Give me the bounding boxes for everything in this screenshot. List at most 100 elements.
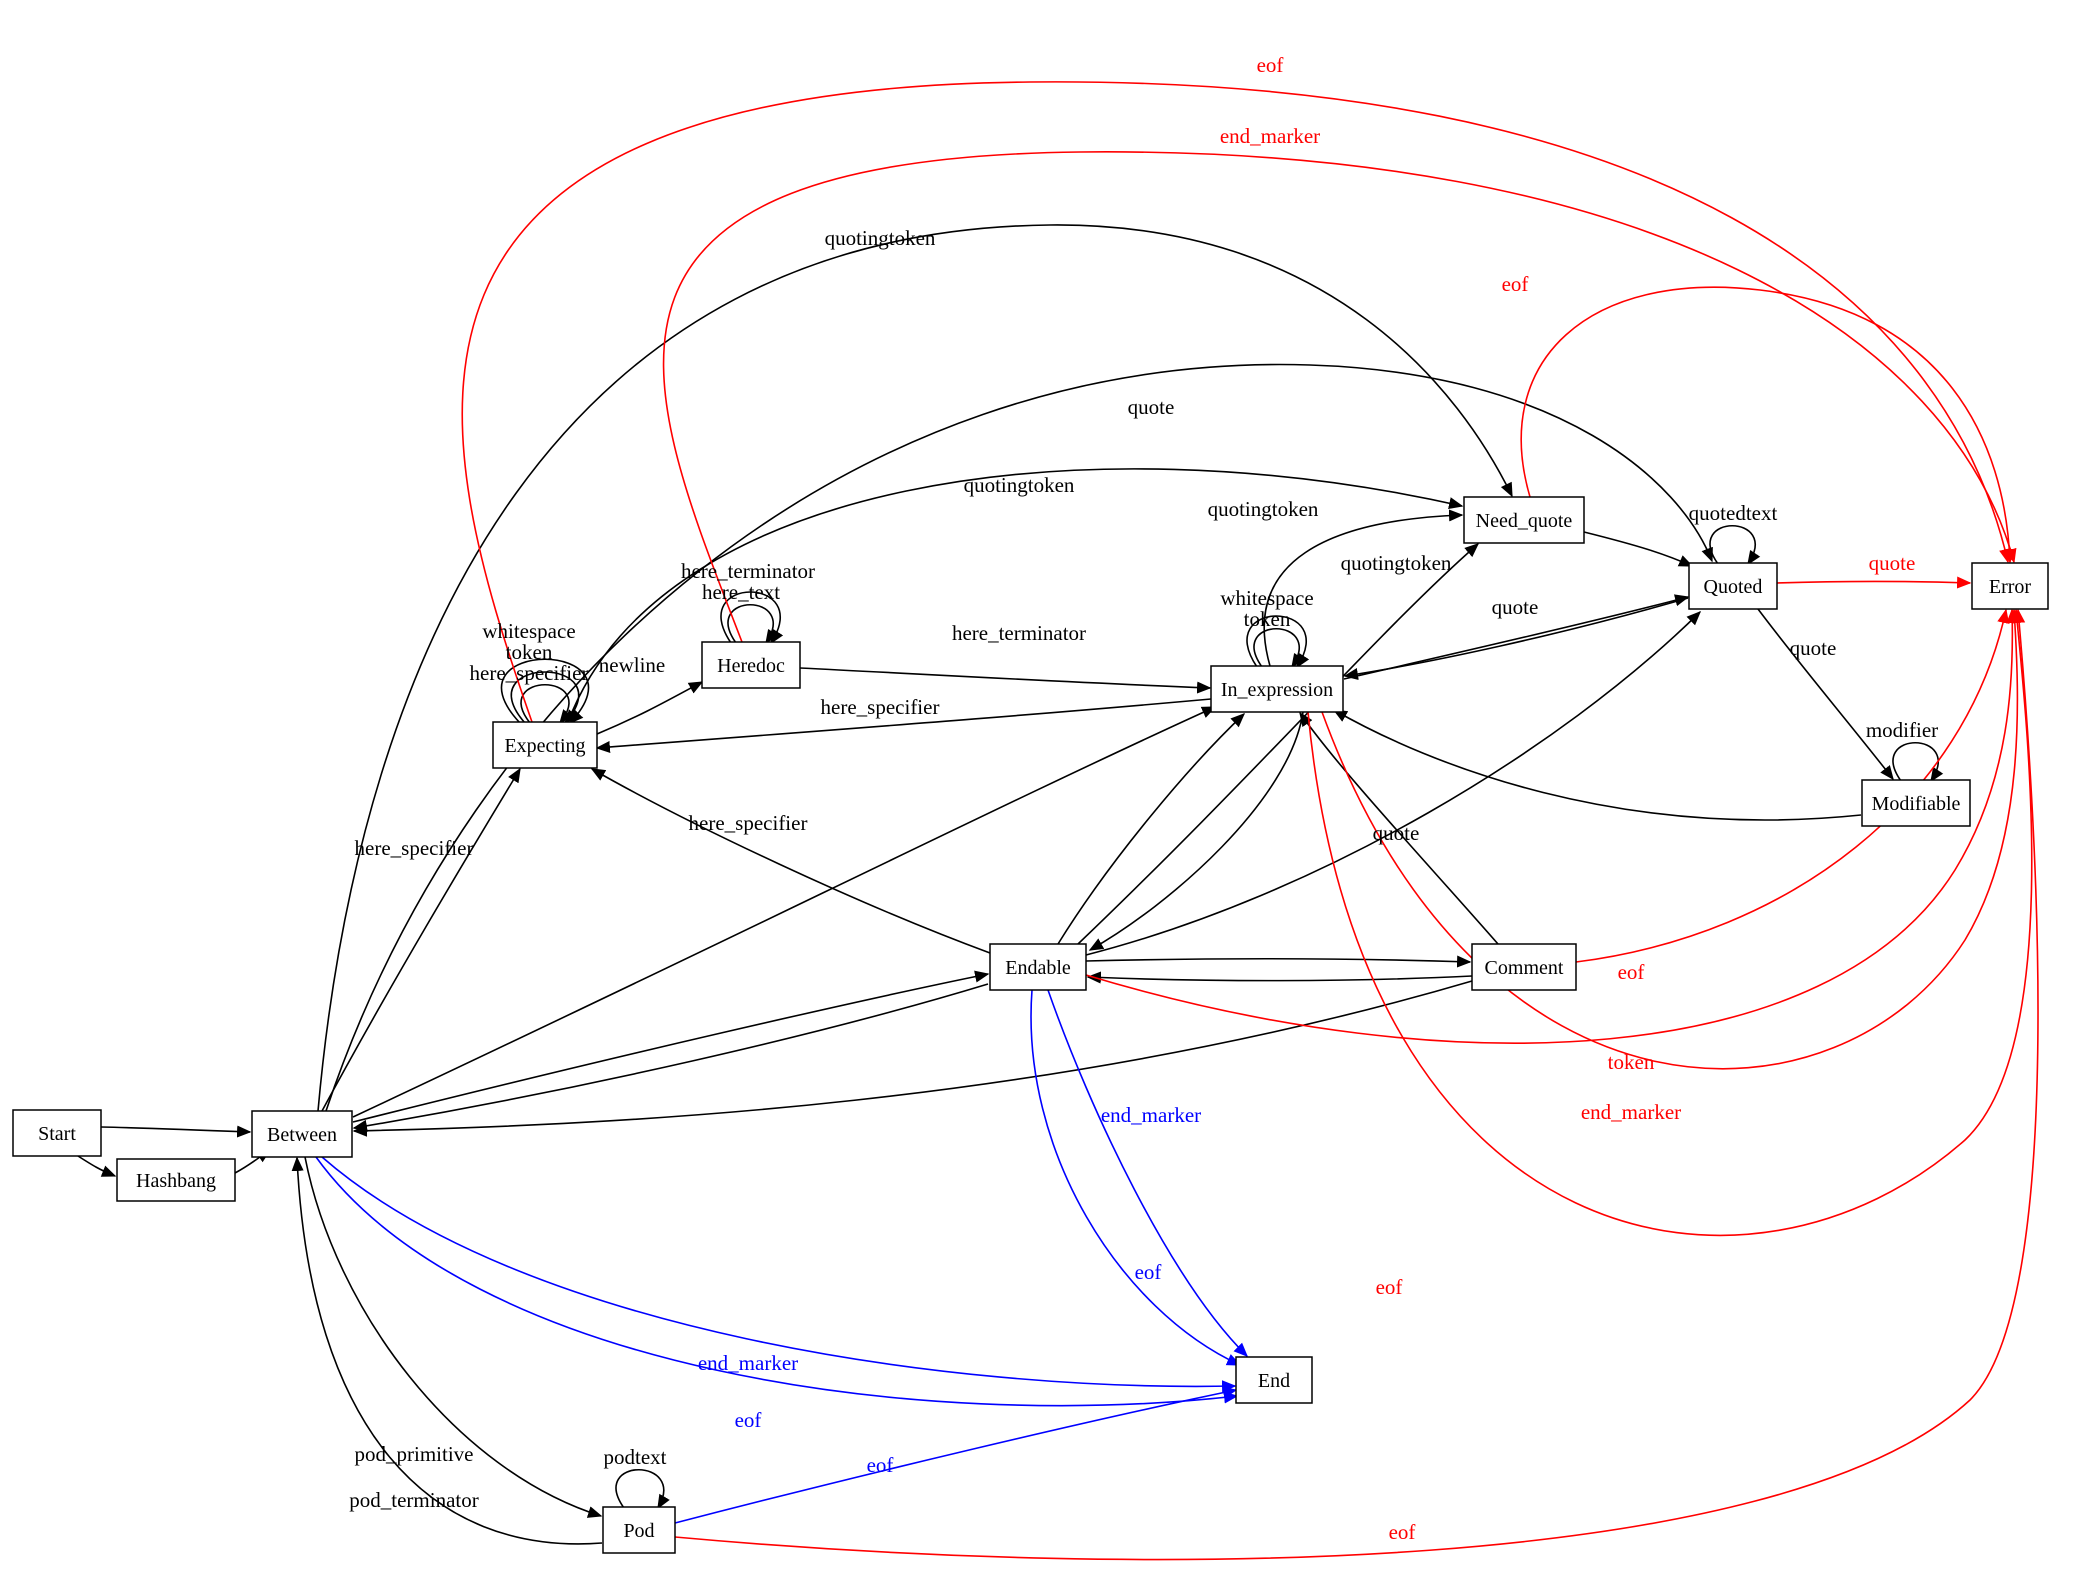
- edge-labels-layer: pod_primitive pod_terminator here_specifie…: [349, 53, 1938, 1544]
- node-expecting: Expecting: [492, 721, 598, 769]
- edge-pod-error-eof: [674, 608, 2039, 1561]
- node-box-pod: [602, 1506, 676, 1554]
- edge-label-whitespace: whitespace: [482, 619, 575, 643]
- node-label-endable: Endable: [1005, 957, 1071, 979]
- node-label-heredoc: Heredoc: [717, 655, 785, 677]
- edge-between-in-expression: [352, 706, 1217, 1118]
- edge-need-quote-quoted: [1583, 531, 1694, 567]
- node-label-expecting: Expecting: [504, 735, 585, 757]
- edge-between-end-end-marker: [321, 1156, 1237, 1393]
- edge-label-here-specifier: here_specifier: [689, 811, 808, 835]
- edge-label-quote: quote: [1492, 595, 1539, 619]
- edge-label-quotedtext: quotedtext: [1689, 501, 1778, 525]
- node-box-endable: [989, 943, 1087, 991]
- edge-label-token: token: [1244, 607, 1291, 631]
- node-box-hashbang: [116, 1158, 236, 1202]
- edge-label-eof: eof: [1257, 53, 1284, 77]
- edge-endable-end-eof: [1030, 989, 1242, 1366]
- edge-between-endable: [352, 970, 990, 1123]
- edge-in-expression-quoted-quote: [1343, 594, 1690, 680]
- edge-heredoc-in-expression-here-terminator: [799, 667, 1212, 694]
- edge-need-quote-error-eof: [1520, 286, 2016, 564]
- edge-modifiable-in-expression: [1332, 709, 1862, 821]
- edge-label-podtext: podtext: [604, 1445, 667, 1469]
- edge-expecting-error-eof: [461, 81, 2011, 723]
- edge-pod-between-pod-terminator: [291, 1156, 603, 1545]
- edge-endable-expecting-here-specifier: [590, 768, 991, 954]
- edge-between-end-eof: [315, 1156, 1239, 1407]
- edge-in-expression-expecting-here-specifier: [595, 698, 1212, 754]
- node-end: End: [1235, 1356, 1313, 1404]
- edge-label-quotingtoken: quotingtoken: [825, 226, 936, 250]
- node-label-pod: Pod: [623, 1520, 654, 1542]
- node-in-expression: In_expression: [1210, 665, 1344, 713]
- edge-label-quote: quote: [1790, 636, 1837, 660]
- edge-label-eof: eof: [1376, 1275, 1403, 1299]
- edge-between-need-quote-quotingtoken: [317, 224, 1513, 1112]
- edge-label-pod-terminator: pod_terminator: [349, 1488, 478, 1512]
- edge-label-eof: eof: [867, 1453, 894, 1477]
- edge-endable-end-end-marker: [1047, 989, 1249, 1358]
- node-box-modifiable: [1861, 779, 1971, 827]
- edge-pod-pod-podtext: [615, 1469, 670, 1510]
- node-box-quoted: [1688, 562, 1778, 610]
- node-pod: Pod: [602, 1506, 676, 1554]
- edge-label-here-specifier: here_specifier: [470, 661, 589, 685]
- edge-quoted-quoted-quotedtext: [1709, 525, 1761, 566]
- edge-label-end-marker: end_marker: [698, 1351, 798, 1375]
- edge-label-quote: quote: [1373, 821, 1420, 845]
- node-hashbang: Hashbang: [116, 1158, 236, 1202]
- edge-label-end-marker: end_marker: [1220, 124, 1320, 148]
- edge-start-between: [100, 1125, 252, 1138]
- edge-label-quotingtoken: quotingtoken: [964, 473, 1075, 497]
- node-label-hashbang: Hashbang: [136, 1170, 216, 1192]
- edge-label-modifier: modifier: [1866, 718, 1938, 742]
- edge-endable-error-token: [1085, 608, 2019, 1044]
- edge-label-eof: eof: [1135, 1260, 1162, 1284]
- edge-label-quote: quote: [1128, 395, 1175, 419]
- edge-start-hashbang: [77, 1155, 117, 1177]
- edge-comment-error-eof: [1575, 608, 2010, 963]
- node-error: Error: [1971, 562, 2049, 610]
- edge-label-eof: eof: [1618, 960, 1645, 984]
- node-modifiable: Modifiable: [1861, 779, 1971, 827]
- node-box-heredoc: [701, 641, 801, 689]
- node-label-end: End: [1258, 1370, 1290, 1392]
- node-box-expecting: [492, 721, 598, 769]
- node-box-end: [1235, 1356, 1313, 1404]
- edge-endable-in-expression: [1057, 713, 1246, 945]
- edge-label-token: token: [506, 640, 553, 664]
- edge-label-here-terminator: here_terminator: [952, 621, 1086, 645]
- edge-quoted-error-quote: [1776, 576, 1972, 589]
- edge-comment-between: [352, 980, 1473, 1137]
- edge-comment-in-expression: [1299, 711, 1499, 945]
- edge-label-whitespace: whitespace: [1220, 586, 1313, 610]
- edge-label-pod-primitive: pod_primitive: [355, 1442, 474, 1466]
- node-label-modifiable: Modifiable: [1872, 793, 1961, 815]
- edge-in-expression-in-expression-token: [1253, 628, 1305, 669]
- node-heredoc: Heredoc: [701, 641, 801, 689]
- edge-endable-comment: [1085, 955, 1472, 968]
- edge-expecting-expecting-here-specifier: [520, 683, 573, 725]
- edge-expecting-heredoc-newline: [596, 681, 704, 735]
- edge-label-here-specifier: here_specifier: [355, 836, 474, 860]
- edge-between-pod-pod-primitive: [304, 1156, 603, 1518]
- edge-heredoc-heredoc-here-text: [727, 604, 779, 645]
- edge-in-expression-error-end-marker: [1321, 608, 2021, 1070]
- node-label-between: Between: [267, 1124, 337, 1146]
- node-box-in-expression: [1210, 665, 1344, 713]
- edge-label-end-marker: end_marker: [1581, 1100, 1681, 1124]
- node-comment: Comment: [1471, 943, 1577, 991]
- edge-in-expression-in-expression-whitespace: [1246, 615, 1310, 669]
- edge-endable-between: [352, 983, 989, 1132]
- node-label-start: Start: [38, 1123, 76, 1145]
- edge-quoted-modifiable-quote: [1757, 608, 1894, 781]
- edge-in-expression-need-quote-quotingtoken: [1263, 509, 1464, 667]
- node-box-error: [1971, 562, 2049, 610]
- edge-label-here-text: here_text: [702, 580, 780, 604]
- edge-heredoc-error-end-marker: [662, 151, 2017, 643]
- edge-between-quoted-quote: [325, 363, 1713, 1112]
- node-between: Between: [251, 1110, 353, 1158]
